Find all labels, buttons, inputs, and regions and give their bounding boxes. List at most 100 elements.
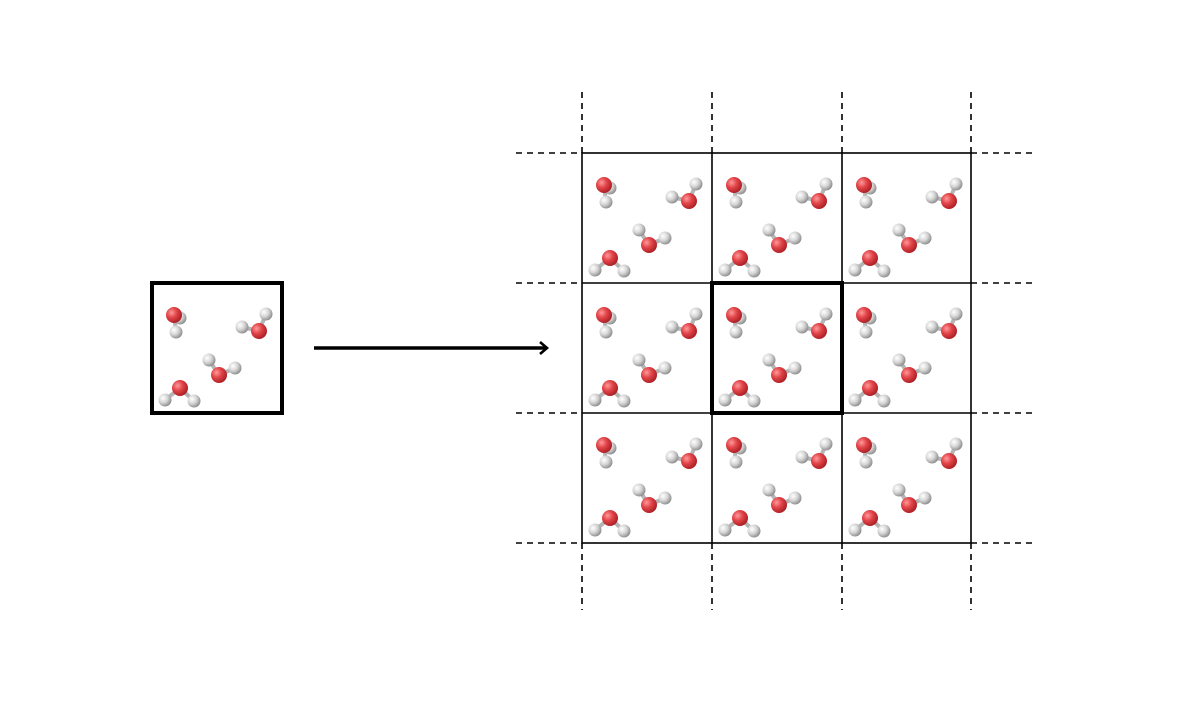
- hydrogen-atom: [795, 320, 809, 334]
- periodic-image-cell: [718, 437, 833, 538]
- hydrogen-atom: [747, 394, 761, 408]
- hydrogen-atom: [848, 523, 862, 537]
- water-molecule-icon: [762, 353, 802, 383]
- water-molecule-icon: [762, 483, 802, 513]
- hydrogen-atom: [718, 393, 732, 407]
- hydrogen-atom: [918, 231, 932, 245]
- water-molecule-icon: [762, 223, 802, 253]
- hydrogen-atom: [788, 491, 802, 505]
- oxygen-atom: [771, 237, 787, 253]
- water-molecule-icon: [665, 307, 703, 339]
- hydrogen-atom: [762, 223, 776, 237]
- water-molecule-icon: [665, 177, 703, 209]
- water-molecule-icon: [892, 483, 932, 513]
- water-molecule-icon: [588, 250, 631, 278]
- oxygen-atom: [172, 380, 188, 396]
- oxygen-atom: [251, 323, 267, 339]
- hydrogen-atom: [658, 491, 672, 505]
- oxygen-atom: [811, 323, 827, 339]
- oxygen-atom: [602, 510, 618, 526]
- hydrogen-atom: [187, 394, 201, 408]
- hydrogen-atom: [877, 394, 891, 408]
- hydrogen-atom: [788, 361, 802, 375]
- water-molecule-icon: [588, 380, 631, 408]
- water-molecule-icon: [718, 510, 761, 538]
- oxygen-atom: [641, 367, 657, 383]
- water-molecule-icon: [632, 483, 672, 513]
- water-molecule-icon: [718, 250, 761, 278]
- periodic-image-cell: [718, 307, 833, 408]
- hydrogen-atom: [588, 263, 602, 277]
- central-cell-highlight: [710, 281, 844, 415]
- oxygen-atom: [732, 250, 748, 266]
- oxygen-atom: [681, 453, 697, 469]
- water-molecule-icon: [925, 177, 963, 209]
- hydrogen-atom: [658, 361, 672, 375]
- hydrogen-atom: [892, 223, 906, 237]
- oxygen-atom: [211, 367, 227, 383]
- water-molecule-icon: [848, 380, 891, 408]
- oxygen-atom: [726, 307, 742, 323]
- hydrogen-atom: [718, 263, 732, 277]
- hydrogen-atom: [588, 393, 602, 407]
- hydrogen-atom: [158, 393, 172, 407]
- water-molecule-icon: [166, 307, 187, 339]
- hydrogen-atom: [665, 190, 679, 204]
- hydrogen-atom: [949, 177, 963, 191]
- water-molecule-icon: [158, 380, 201, 408]
- simulation-box-contents: [158, 307, 273, 408]
- hydrogen-atom: [729, 195, 743, 209]
- oxygen-atom: [862, 510, 878, 526]
- hydrogen-atom: [762, 483, 776, 497]
- oxygen-atom: [166, 307, 182, 323]
- water-molecule-icon: [795, 307, 833, 339]
- hydrogen-atom: [632, 223, 646, 237]
- hydrogen-atom: [795, 450, 809, 464]
- hydrogen-atom: [599, 195, 613, 209]
- hydrogen-atom: [259, 307, 273, 321]
- periodic-image-cell: [718, 177, 833, 278]
- hydrogen-atom: [235, 320, 249, 334]
- oxygen-atom: [901, 367, 917, 383]
- hydrogen-atom: [689, 307, 703, 321]
- hydrogen-atom: [202, 353, 216, 367]
- oxygen-atom: [941, 193, 957, 209]
- water-molecule-icon: [856, 177, 877, 209]
- oxygen-atom: [681, 323, 697, 339]
- water-molecule-icon: [718, 380, 761, 408]
- hydrogen-atom: [877, 264, 891, 278]
- hydrogen-atom: [632, 483, 646, 497]
- oxygen-atom: [901, 237, 917, 253]
- water-molecule-icon: [892, 223, 932, 253]
- hydrogen-atom: [658, 231, 672, 245]
- hydrogen-atom: [925, 450, 939, 464]
- hydrogen-atom: [819, 177, 833, 191]
- oxygen-atom: [596, 177, 612, 193]
- oxygen-atom: [856, 177, 872, 193]
- water-molecule-icon: [665, 437, 703, 469]
- oxygen-atom: [941, 323, 957, 339]
- hydrogen-atom: [747, 524, 761, 538]
- periodic-image-cell: [848, 307, 963, 408]
- periodic-image-cell: [848, 437, 963, 538]
- hydrogen-atom: [859, 325, 873, 339]
- hydrogen-atom: [819, 307, 833, 321]
- hydrogen-atom: [617, 524, 631, 538]
- simulation-box: [150, 281, 284, 415]
- periodic-image-cell: [588, 177, 703, 278]
- water-molecule-icon: [795, 177, 833, 209]
- water-molecule-icon: [856, 307, 877, 339]
- water-molecule-icon: [596, 437, 617, 469]
- water-molecule-icon: [795, 437, 833, 469]
- hydrogen-atom: [918, 491, 932, 505]
- hydrogen-atom: [689, 177, 703, 191]
- hydrogen-atom: [599, 325, 613, 339]
- water-molecule-icon: [848, 510, 891, 538]
- oxygen-atom: [596, 307, 612, 323]
- oxygen-atom: [771, 367, 787, 383]
- water-molecule-icon: [726, 177, 747, 209]
- oxygen-atom: [811, 193, 827, 209]
- oxygen-atom: [641, 497, 657, 513]
- hydrogen-atom: [169, 325, 183, 339]
